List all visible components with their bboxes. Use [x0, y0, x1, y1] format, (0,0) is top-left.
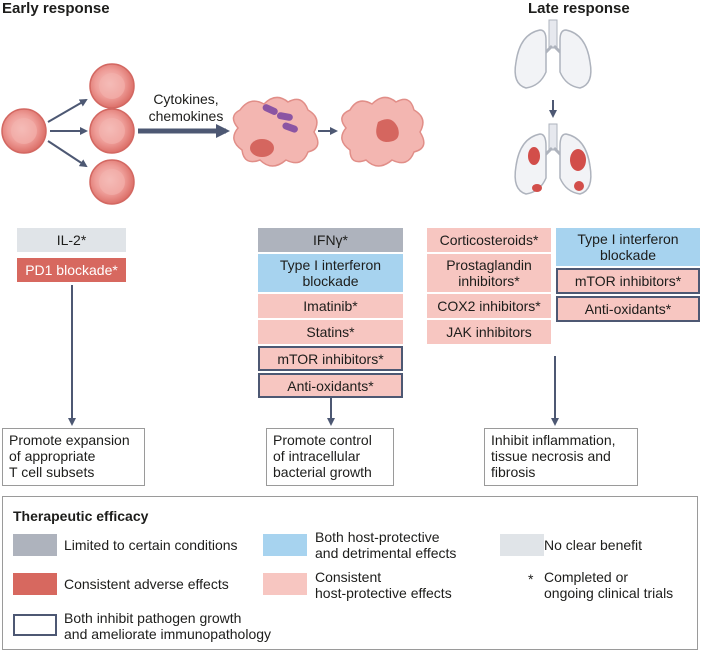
legend-label-adverse: Consistent adverse effects	[64, 576, 229, 592]
cytokines-label-line: chemokines	[148, 108, 224, 124]
cytokines-label-line: Cytokines,	[153, 91, 219, 107]
legend-label-inhibit: Both inhibit pathogen growth and amelior…	[64, 610, 271, 642]
legend-swatch-consistent	[263, 573, 307, 595]
jak-inhibitors-box: JAK inhibitors	[427, 320, 551, 344]
legend-line: Completed or	[544, 569, 629, 585]
outcome-line: Inhibit inflammation,	[491, 432, 616, 448]
t-cell-icon	[89, 63, 135, 109]
early-response-header: Early response	[2, 0, 110, 17]
legend-swatch-inhibit	[13, 614, 57, 636]
legend-line: and detrimental effects	[315, 545, 457, 561]
box-line: inhibitors*	[458, 273, 520, 289]
legend-swatch-both	[263, 534, 307, 556]
legend-label-limited: Limited to certain conditions	[64, 537, 238, 553]
infected-macrophage-icon	[232, 96, 319, 167]
legend-line: ongoing clinical trials	[544, 585, 674, 601]
legend-label-trials: Completed or ongoing clinical trials	[544, 569, 673, 601]
box-line: Type I interferon	[577, 231, 679, 247]
ifn-gamma-box: IFNγ*	[258, 228, 403, 252]
outcome-line: of intracellular	[273, 448, 361, 464]
cox2-inhibitors-box: COX2 inhibitors*	[427, 294, 551, 318]
t-cell-icon	[89, 159, 135, 205]
mtor-inhibitors-box: mTOR inhibitors*	[258, 346, 403, 371]
t-cell-icon	[89, 108, 135, 154]
outcome-line: T cell subsets	[9, 464, 95, 480]
legend-label-no-clear: No clear benefit	[544, 537, 643, 553]
legend-line: and ameliorate immunopathology	[64, 626, 272, 642]
legend-star: *	[528, 571, 534, 587]
outcome-line: bacterial growth	[273, 464, 372, 480]
outcome-line: Promote control	[273, 432, 372, 448]
t-cell-icon	[1, 108, 47, 154]
late-type1-interferon-box: Type I interferon blockade	[556, 228, 700, 266]
box-line: blockade	[599, 247, 657, 263]
arrow-icon	[47, 98, 88, 123]
outcome-line: tissue necrosis and	[491, 448, 611, 464]
legend-label-consistent: Consistent host-protective effects	[315, 569, 452, 601]
il2-box: IL-2*	[17, 228, 126, 252]
legend-label-both: Both host-protective and detrimental eff…	[315, 529, 456, 561]
legend-title: Therapeutic efficacy	[13, 508, 149, 524]
anti-oxidants-box: Anti-oxidants*	[258, 373, 403, 398]
legend-line: Both inhibit pathogen growth	[64, 610, 242, 626]
therapeutic-efficacy-legend: Therapeutic efficacy Limited to certain …	[2, 496, 698, 650]
type1-interferon-box: Type I interferon blockade	[258, 254, 403, 292]
early-outcome-box: Promote expansion of appropriate T cell …	[2, 428, 145, 486]
box-line: blockade	[302, 273, 359, 289]
legend-swatch-no-clear	[500, 534, 544, 556]
box-line: Type I interferon	[279, 257, 382, 273]
prostaglandin-inhibitors-box: Prostaglandin inhibitors*	[427, 254, 551, 292]
cytokines-label: Cytokines, chemokines	[141, 91, 231, 125]
late-response-header: Late response	[528, 0, 630, 17]
late-anti-oxidants-box: Anti-oxidants*	[556, 296, 700, 322]
outcome-line: of appropriate	[9, 448, 96, 464]
pd1-blockade-box: PD1 blockade*	[17, 258, 126, 282]
legend-line: host-protective effects	[315, 585, 452, 601]
outcome-line: Promote expansion	[9, 432, 130, 448]
arrow-icon	[47, 140, 88, 168]
lungs-icon	[514, 19, 592, 89]
imatinib-box: Imatinib*	[258, 294, 403, 318]
statins-box: Statins*	[258, 320, 403, 344]
outcome-line: fibrosis	[491, 464, 536, 480]
diseased-lungs-icon	[514, 123, 592, 195]
corticosteroids-box: Corticosteroids*	[427, 228, 551, 252]
legend-line: Consistent	[315, 569, 382, 585]
late-mtor-inhibitors-box: mTOR inhibitors*	[556, 268, 700, 294]
macrophage-icon	[341, 96, 425, 167]
legend-line: Both host-protective	[315, 529, 440, 545]
legend-swatch-limited	[13, 534, 57, 556]
late-outcome-box: Inhibit inflammation, tissue necrosis an…	[484, 428, 638, 486]
legend-swatch-adverse	[13, 573, 57, 595]
middle-outcome-box: Promote control of intracellular bacteri…	[266, 428, 394, 486]
box-line: Prostaglandin	[446, 257, 532, 273]
